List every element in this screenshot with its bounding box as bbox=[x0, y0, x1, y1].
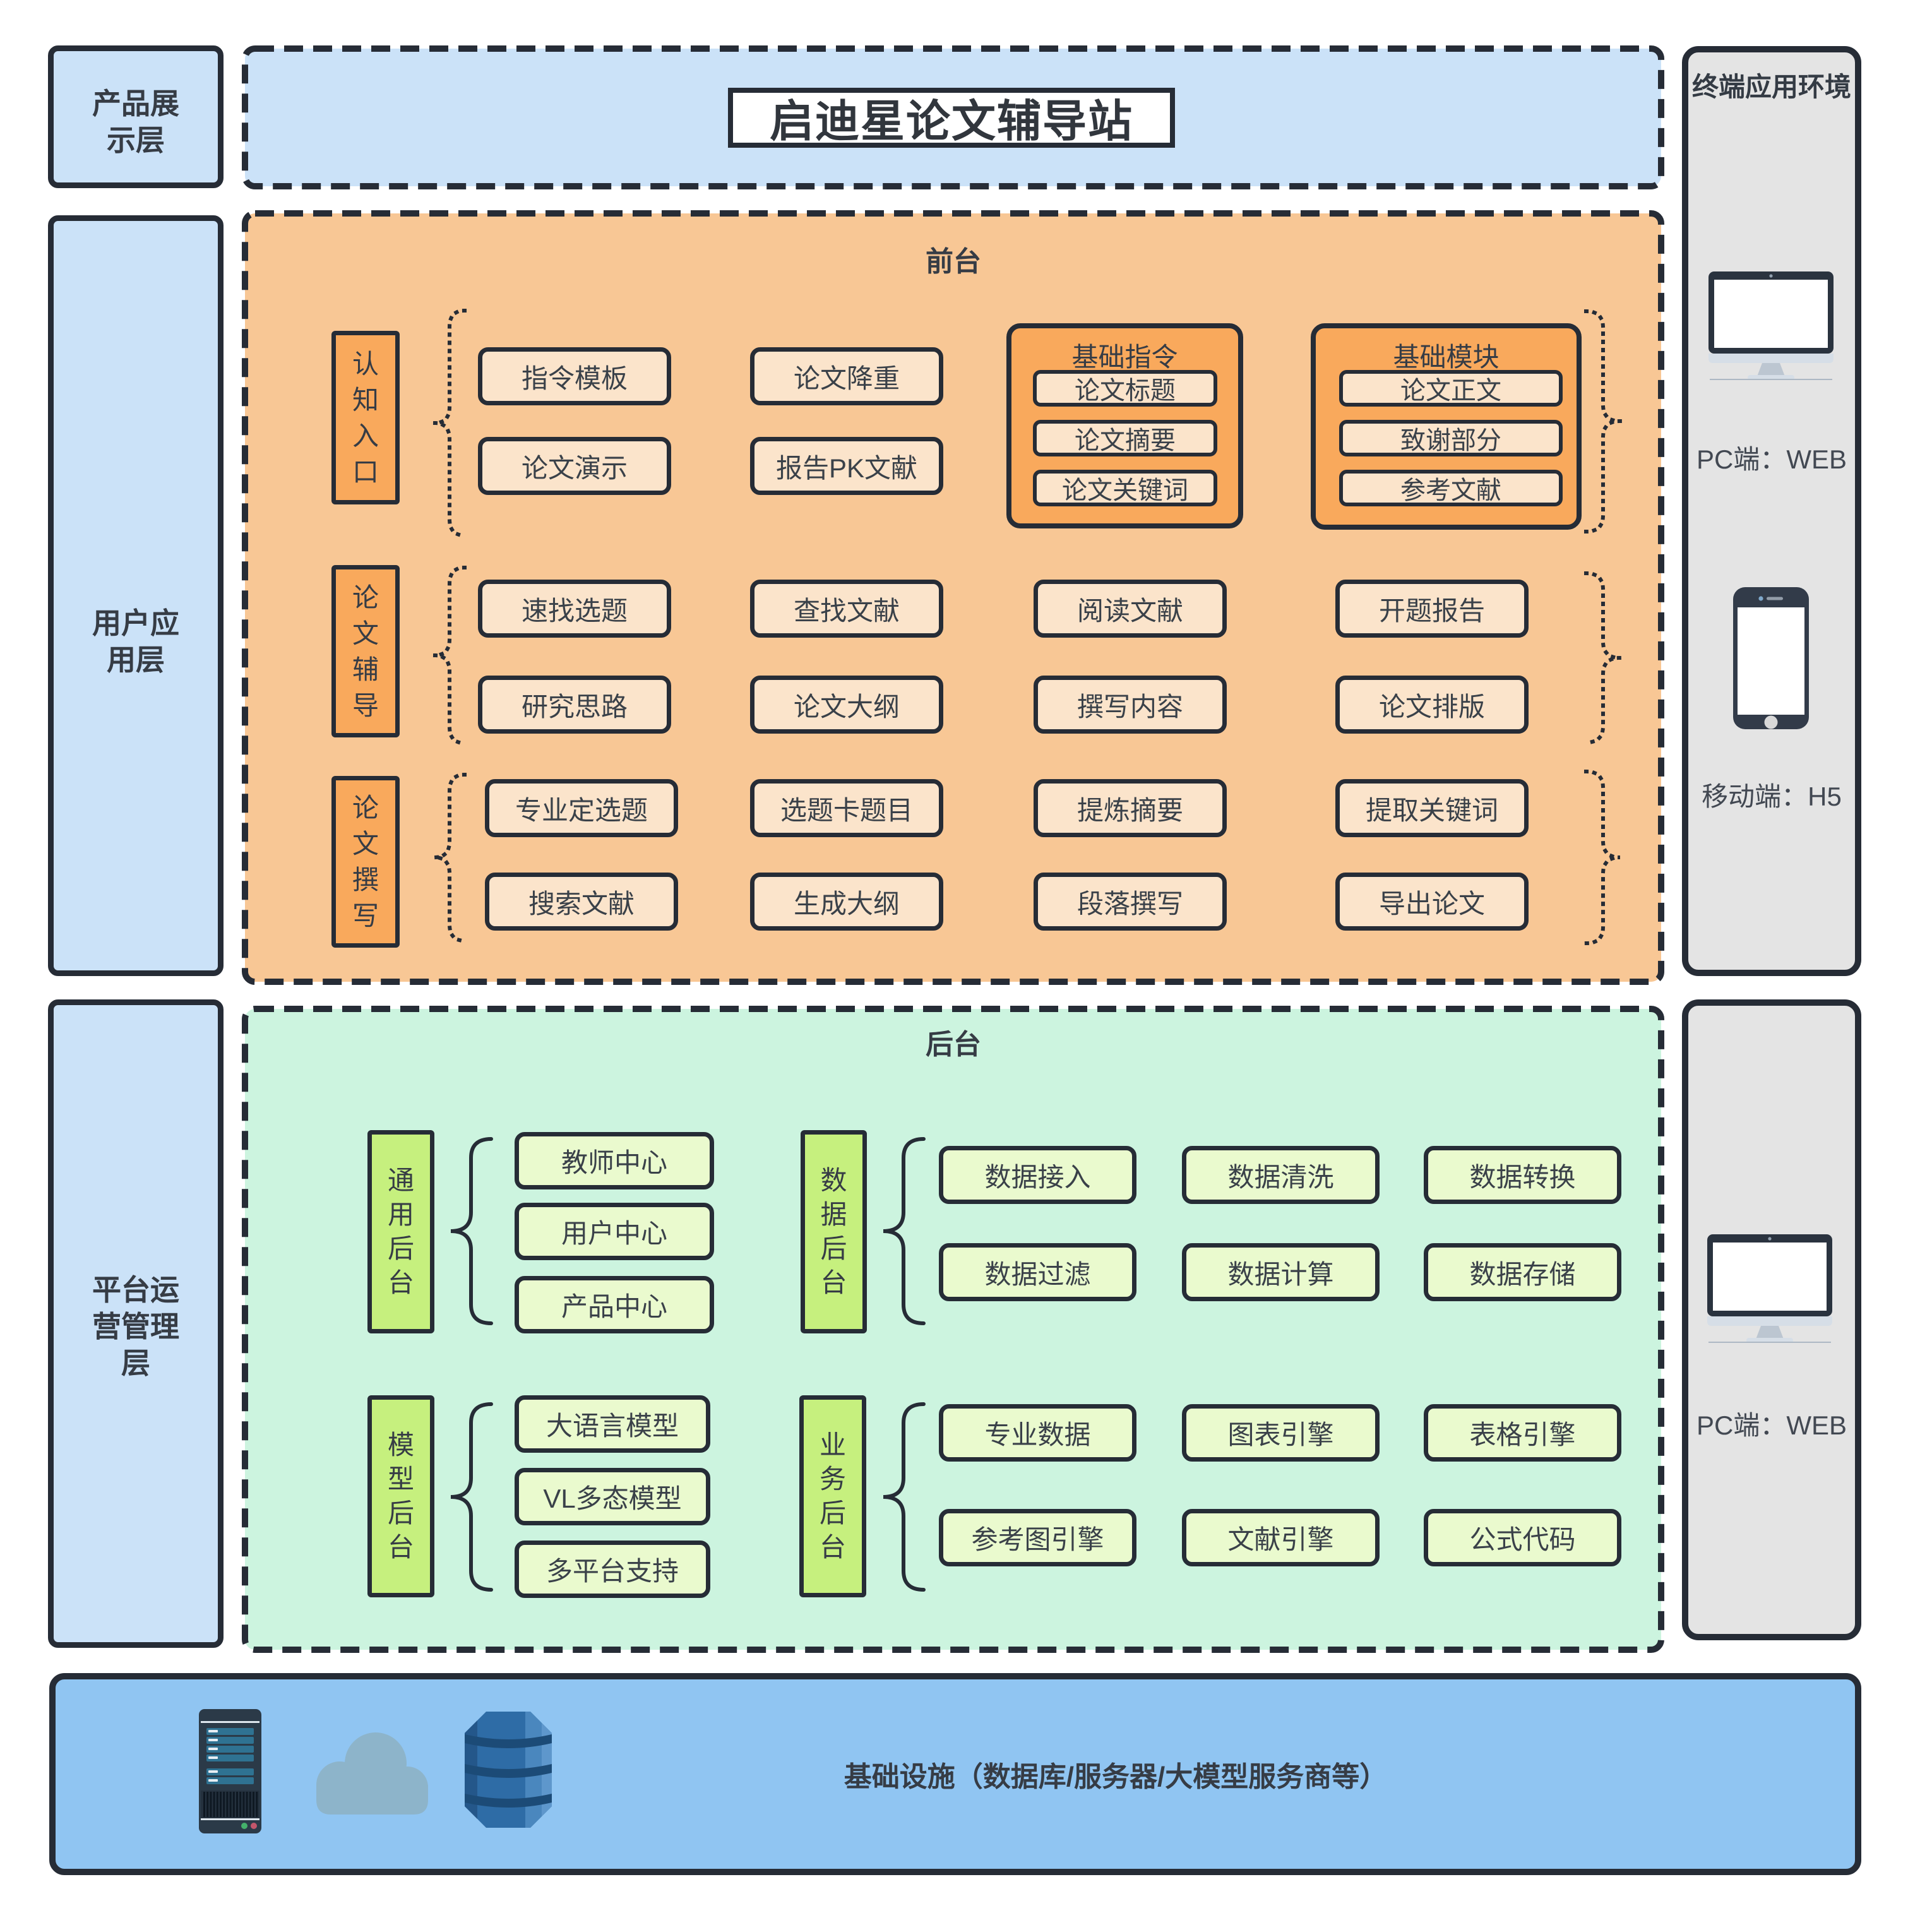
node-paper-abstract: 论文摘要 bbox=[1033, 420, 1217, 456]
node-data-access: 数据接入 bbox=[939, 1146, 1136, 1204]
server-icon bbox=[199, 1709, 261, 1833]
diagram-title-box: 启迪星论文辅导站 bbox=[728, 88, 1175, 148]
node-data-filtering: 数据过滤 bbox=[939, 1243, 1136, 1301]
terminal-pc-web-label: PC端：WEB bbox=[1696, 444, 1847, 474]
terminal-pc-web-label-bottom: PC端：WEB bbox=[1696, 1410, 1847, 1440]
brace-dotted-left-row3 bbox=[434, 772, 467, 943]
node-instruction-template: 指令模板 bbox=[478, 347, 671, 405]
node-paper-demo: 论文演示 bbox=[478, 437, 671, 495]
node-read-literature: 阅读文献 bbox=[1034, 580, 1227, 638]
node-references: 参考文献 bbox=[1339, 470, 1563, 506]
brace-dotted-left-row1 bbox=[434, 308, 467, 538]
node-data-storage: 数据存储 bbox=[1424, 1243, 1621, 1301]
subgroup-basic-instructions: 基础指令 论文标题 论文摘要 论文关键词 bbox=[1006, 323, 1243, 528]
node-chart-engine: 图表引擎 bbox=[1182, 1404, 1380, 1462]
node-research-idea: 研究思路 bbox=[478, 676, 671, 734]
desktop-monitor-icon bbox=[1708, 271, 1834, 380]
frontend-group-label-text: 认知入口 bbox=[352, 349, 379, 487]
database-icon bbox=[465, 1712, 552, 1828]
node-formula-code: 公式代码 bbox=[1424, 1509, 1621, 1566]
node-professional-topic: 专业定选题 bbox=[485, 779, 678, 837]
brace-solid-data bbox=[883, 1137, 926, 1325]
layer-box-user-application: 用户应 用层 bbox=[48, 215, 224, 976]
backend-group-label-text: 业务后台 bbox=[819, 1430, 846, 1562]
terminal-environment-panel bbox=[1682, 46, 1861, 976]
layer-box-product-display: 产品展 示层 bbox=[48, 45, 224, 188]
node-paper-dedup: 论文降重 bbox=[750, 347, 943, 405]
subgroup-basic-instructions-title: 基础指令 bbox=[1071, 342, 1178, 372]
terminal-environment-title: 终端应用环境 bbox=[1691, 72, 1851, 102]
node-data-cleaning: 数据清洗 bbox=[1182, 1146, 1380, 1204]
brace-dotted-right-row1 bbox=[1583, 309, 1621, 534]
subgroup-basic-modules: 基础模块 论文正文 致谢部分 参考文献 bbox=[1311, 323, 1582, 530]
layer-label-platform-operation: 平台运 营管理 层 bbox=[92, 1273, 179, 1380]
backend-group-label-text: 数据后台 bbox=[820, 1165, 847, 1297]
node-write-content: 撰写内容 bbox=[1034, 676, 1227, 734]
backend-group-label-data: 数据后台 bbox=[801, 1130, 867, 1333]
backend-group-label-text: 通用后台 bbox=[387, 1165, 414, 1297]
node-refine-abstract: 提炼摘要 bbox=[1034, 779, 1227, 837]
node-generate-outline: 生成大纲 bbox=[750, 873, 943, 931]
node-paper-outline: 论文大纲 bbox=[750, 676, 943, 734]
node-paper-keywords: 论文关键词 bbox=[1033, 470, 1217, 506]
node-find-literature: 查找文献 bbox=[750, 580, 943, 638]
terminal-mobile-h5-label: 移动端：H5 bbox=[1702, 782, 1842, 811]
infrastructure-label: 基础设施（数据库/服务器/大模型服务商等） bbox=[844, 1761, 1388, 1792]
frontend-group-label-text: 论文辅导 bbox=[352, 582, 379, 720]
frontend-group-label-cognition-entry: 认知入口 bbox=[331, 331, 400, 504]
node-vl-multimodal: VL多态模型 bbox=[515, 1468, 710, 1525]
node-proposal-report: 开题报告 bbox=[1335, 580, 1529, 638]
node-teacher-center: 教师中心 bbox=[515, 1132, 714, 1189]
diagram-title: 启迪星论文辅导站 bbox=[770, 97, 1133, 146]
backend-group-label-text: 模型后台 bbox=[387, 1430, 414, 1562]
frontend-group-label-text: 论文撰写 bbox=[352, 793, 379, 931]
brace-solid-business bbox=[883, 1402, 926, 1592]
node-export-paper: 导出论文 bbox=[1335, 873, 1529, 931]
layer-label-user-application: 用户应 用层 bbox=[92, 606, 179, 676]
node-reference-figure-engine: 参考图引擎 bbox=[939, 1509, 1136, 1566]
node-topic-card-title: 选题卡题目 bbox=[750, 779, 943, 837]
node-paper-title: 论文标题 bbox=[1033, 370, 1217, 407]
node-data-computing: 数据计算 bbox=[1182, 1243, 1380, 1301]
node-data-conversion: 数据转换 bbox=[1424, 1146, 1621, 1204]
brace-dotted-left-row2 bbox=[434, 565, 467, 746]
brace-solid-model bbox=[450, 1402, 493, 1592]
node-product-center: 产品中心 bbox=[515, 1276, 714, 1333]
node-professional-data: 专业数据 bbox=[939, 1404, 1136, 1462]
node-literature-engine: 文献引擎 bbox=[1182, 1509, 1380, 1566]
brace-dotted-right-row3 bbox=[1583, 769, 1621, 946]
brace-dotted-right-row2 bbox=[1583, 571, 1621, 745]
layer-box-platform-operation: 平台运 营管理 层 bbox=[48, 999, 224, 1648]
mobile-phone-icon bbox=[1733, 587, 1809, 729]
frontend-group-label-paper-tutoring: 论文辅导 bbox=[331, 565, 400, 737]
backend-section-title: 后台 bbox=[926, 1029, 981, 1060]
node-table-engine: 表格引擎 bbox=[1424, 1404, 1621, 1462]
frontend-group-label-paper-writing: 论文撰写 bbox=[331, 776, 400, 948]
desktop-monitor-icon bbox=[1707, 1234, 1832, 1343]
frontend-section-title: 前台 bbox=[926, 246, 981, 277]
node-paper-body: 论文正文 bbox=[1339, 370, 1563, 407]
node-extract-keywords: 提取关键词 bbox=[1335, 779, 1529, 837]
layer-label-product-display: 产品展 示层 bbox=[92, 87, 179, 157]
brace-solid-general bbox=[450, 1137, 493, 1325]
node-acknowledgement: 致谢部分 bbox=[1339, 420, 1563, 456]
node-user-center: 用户中心 bbox=[515, 1203, 714, 1260]
subgroup-basic-modules-title: 基础模块 bbox=[1393, 342, 1500, 372]
backend-group-label-model: 模型后台 bbox=[367, 1395, 434, 1597]
node-paper-typesetting: 论文排版 bbox=[1335, 676, 1529, 734]
cloud-icon bbox=[316, 1732, 428, 1815]
node-report-pk-literature: 报告PK文献 bbox=[750, 437, 943, 495]
backend-group-label-business: 业务后台 bbox=[799, 1395, 866, 1597]
node-quick-topic: 速找选题 bbox=[478, 580, 671, 638]
node-search-literature: 搜索文献 bbox=[485, 873, 678, 931]
backend-group-label-general: 通用后台 bbox=[367, 1130, 434, 1333]
node-llm: 大语言模型 bbox=[515, 1395, 710, 1453]
node-multi-platform: 多平台支持 bbox=[515, 1541, 710, 1598]
node-paragraph-writing: 段落撰写 bbox=[1034, 873, 1227, 931]
